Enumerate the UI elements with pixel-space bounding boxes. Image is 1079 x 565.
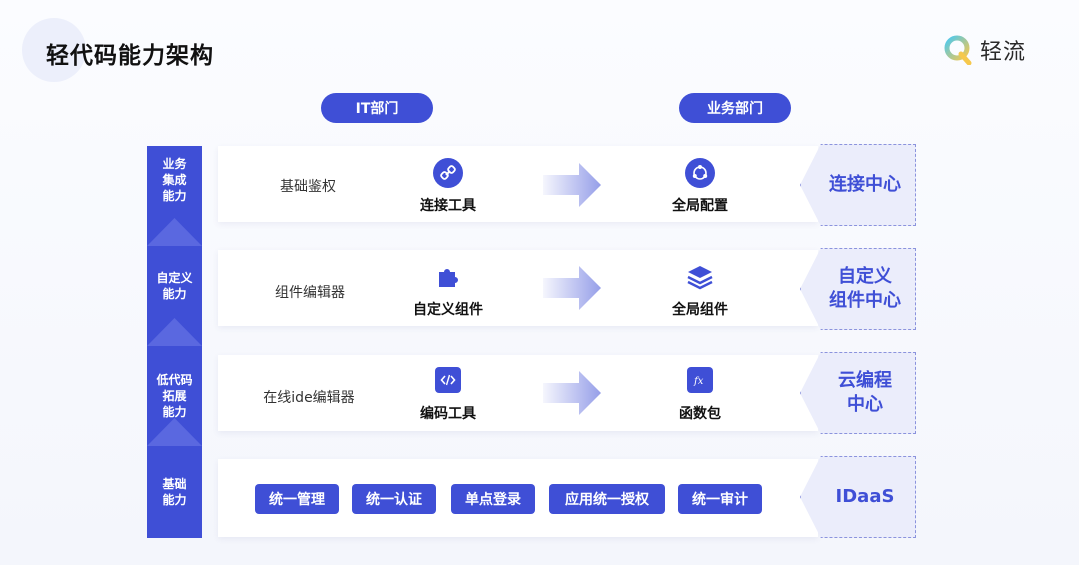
capability-bar	[147, 146, 202, 538]
it-tool-coding: 编码工具	[398, 367, 498, 423]
it-department-header: IT部门	[321, 93, 433, 123]
biz-tool-function-package: fx 函数包	[650, 367, 750, 423]
puzzle-icon	[433, 262, 463, 292]
svg-text:fx: fx	[693, 376, 704, 387]
link-icon	[433, 158, 463, 188]
function-icon: fx	[687, 367, 713, 393]
network-icon	[685, 158, 715, 188]
logo-mark-icon	[944, 35, 972, 66]
right-box-connect-center: 连接中心	[800, 144, 916, 226]
capability-label-base: 基础能力	[162, 477, 187, 507]
row-lowcode: 在线ide编辑器 编码工具 fx 函数包	[218, 355, 818, 431]
it-tool-connect: 连接工具	[398, 158, 498, 215]
row-label: 基础鉴权	[280, 179, 336, 195]
capability-label-integration: 业务集成能力	[162, 157, 187, 203]
capability-label-lowcode: 低代码拓展能力	[156, 373, 193, 419]
right-box-label: 连接中心	[829, 174, 901, 195]
code-icon	[435, 367, 461, 393]
flow-arrow-icon	[543, 371, 601, 415]
business-department-header: 业务部门	[679, 93, 791, 123]
chip-single-sign-on: 单点登录	[451, 484, 535, 514]
right-box-idaas: IDaaS	[800, 456, 916, 538]
chip-unified-auth: 统一认证	[352, 484, 436, 514]
chip-unified-audit: 统一审计	[678, 484, 762, 514]
biz-tool-global-component: 全局组件	[650, 262, 750, 319]
row-label: 在线ide编辑器	[263, 390, 355, 406]
tool-label: 连接工具	[420, 198, 476, 214]
chip-unified-authorization: 应用统一授权	[549, 484, 665, 514]
flow-arrow-icon	[543, 163, 601, 207]
biz-tool-global-config: 全局配置	[650, 158, 750, 215]
it-tool-custom-component: 自定义组件	[398, 262, 498, 319]
row-integration: 基础鉴权 连接工具 全局配置	[218, 146, 818, 222]
brand-logo: 轻流	[944, 34, 1026, 66]
right-box-label: 自定义组件中心	[829, 266, 901, 311]
chip-unified-management: 统一管理	[255, 484, 339, 514]
tool-label: 自定义组件	[413, 302, 483, 318]
row-custom: 组件编辑器 自定义组件 全局组件	[218, 250, 818, 326]
tool-label: 函数包	[679, 406, 721, 422]
right-box-component-center: 自定义组件中心	[800, 248, 916, 330]
tool-label: 全局配置	[672, 198, 728, 214]
flow-arrow-icon	[543, 266, 601, 310]
right-box-label: 云编程中心	[838, 370, 892, 415]
right-box-cloud-coding-center: 云编程中心	[800, 352, 916, 434]
page-title: 轻代码能力架构	[46, 43, 214, 69]
right-box-label: IDaaS	[835, 486, 895, 507]
decorative-circle	[22, 18, 86, 82]
tool-label: 全局组件	[672, 302, 728, 318]
layers-icon	[685, 262, 715, 292]
capability-label-custom: 自定义能力	[156, 271, 193, 301]
row-label: 组件编辑器	[275, 285, 345, 301]
tool-label: 编码工具	[420, 406, 476, 422]
logo-text: 轻流	[980, 40, 1027, 65]
